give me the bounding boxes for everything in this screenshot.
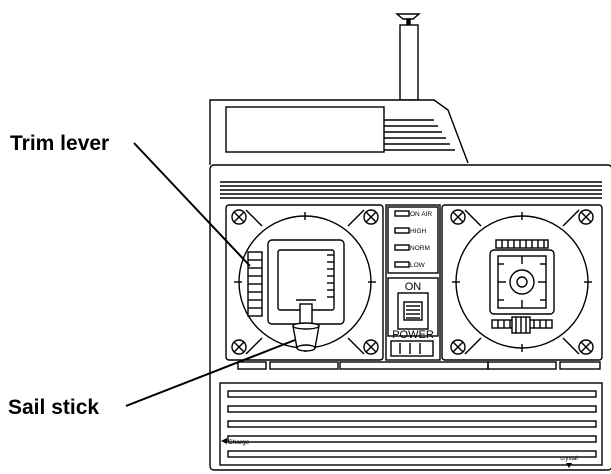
rudder-trim-lever[interactable]: [511, 316, 531, 334]
right-stick[interactable]: [509, 269, 535, 295]
sail-stick-leader: [125, 339, 296, 407]
charge-label: Charge: [228, 439, 250, 446]
screw-icon: [231, 209, 263, 227]
power-on-label: ON: [405, 281, 422, 293]
indicator-norm: NORM: [410, 245, 430, 252]
sail-stick[interactable]: [292, 303, 320, 352]
handle-housing: [209, 99, 469, 165]
screw-icon: [562, 209, 594, 227]
indicator-high: HIGH: [410, 228, 427, 235]
indicator-on-air: ON AIR: [410, 211, 432, 218]
crystal-marker-icon: [566, 463, 572, 468]
screw-icon: [562, 337, 594, 355]
screw-icon: [347, 337, 379, 355]
power-label: POWER: [392, 329, 434, 341]
right-gimbal: [441, 204, 603, 361]
lower-panel: [219, 382, 603, 466]
crystal-label: crystal: [560, 456, 577, 462]
center-panel: [385, 204, 441, 361]
trim-lever-label: Trim lever: [10, 132, 109, 155]
left-gimbal: [225, 204, 384, 361]
trim-lever-leader: [133, 142, 251, 267]
screw-icon: [450, 337, 482, 355]
sail-stick-label: Sail stick: [8, 396, 99, 419]
screw-icon: [347, 209, 379, 227]
indicator-low: LOW: [410, 262, 426, 269]
screw-icon: [450, 209, 482, 227]
antenna: [395, 13, 421, 101]
charge-marker-icon: [221, 438, 227, 444]
trim-lever[interactable]: [247, 251, 263, 317]
screw-icon: [231, 337, 263, 355]
